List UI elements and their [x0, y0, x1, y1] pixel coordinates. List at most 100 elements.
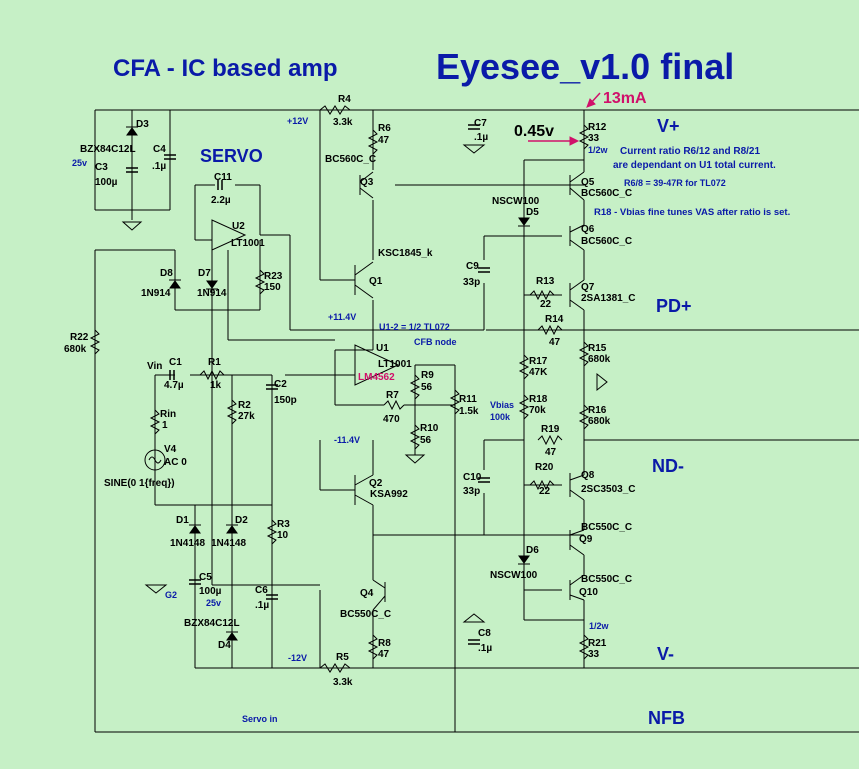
c5-label: C5	[199, 572, 212, 583]
vin-label: Vin	[147, 361, 162, 372]
q1-value: KSC1845_k	[378, 248, 433, 259]
note-c3v: 25v	[72, 158, 87, 168]
c2-label: C2	[274, 379, 287, 390]
r6-value: 47	[378, 135, 390, 146]
left-title: CFA - IC based amp	[113, 55, 337, 82]
r18-label: R18	[529, 394, 548, 405]
r16-value: 680k	[588, 416, 611, 427]
r14-label: R14	[545, 314, 564, 325]
rail-p12: +12V	[287, 116, 308, 126]
note-ratio-3: R6/8 = 39-47R for TL072	[624, 178, 726, 188]
source-symbol	[144, 449, 166, 471]
rail-pdplus: PD+	[656, 296, 692, 316]
r3-label: R3	[277, 519, 290, 530]
c2-value: 150p	[274, 395, 297, 406]
r1-label: R1	[208, 357, 221, 368]
r15-value: 680k	[588, 354, 611, 365]
r22-value: 680k	[64, 344, 87, 355]
q4-value: BC550C_C	[340, 609, 391, 620]
current-arrow	[586, 92, 601, 108]
c8-value: .1µ	[478, 643, 492, 654]
component-labels: R4 3.3k R5 3.3k R6 47 R8 47 R12 33 R21 3…	[64, 94, 635, 688]
q2-value: KSA992	[370, 489, 408, 500]
r6-label: R6	[378, 123, 391, 134]
u2-value: LT1001	[231, 238, 265, 249]
r9-label: R9	[421, 370, 434, 381]
r7-label: R7	[386, 390, 399, 401]
rail-g2: G2	[165, 590, 177, 600]
r23-label: R23	[264, 271, 283, 282]
q4-label: Q4	[360, 588, 374, 599]
r2-value: 27k	[238, 411, 255, 422]
r12-label: R12	[588, 122, 607, 133]
v4-label: V4	[164, 444, 177, 455]
c11-value: 2.2µ	[211, 195, 231, 206]
q9-value: BC550C_C	[581, 522, 632, 533]
sine-label: SINE(0 1{freq})	[104, 478, 175, 489]
r11-label: R11	[459, 394, 477, 405]
rail-ndminus: ND-	[652, 456, 684, 476]
v4-value: AC 0	[164, 457, 187, 468]
r20-label: R20	[535, 462, 554, 473]
d2-label: D2	[235, 515, 248, 526]
note-cfb: CFB node	[414, 337, 457, 347]
rail-m12: -12V	[288, 653, 307, 663]
d3-label: D3	[136, 119, 149, 130]
note-vbias-val: 100k	[490, 412, 511, 422]
note-lm4562: LM4562	[358, 372, 395, 383]
opamp-symbols	[211, 219, 400, 386]
resistor-symbols	[89, 105, 590, 673]
q10-value: BC550C_C	[581, 574, 632, 585]
rail-vminus: V-	[657, 644, 674, 664]
c8-label: C8	[478, 628, 491, 639]
d8-label: D8	[160, 268, 173, 279]
d1-value: 1N4148	[170, 538, 205, 549]
c6-value: .1µ	[255, 600, 269, 611]
d6-label: D6	[526, 545, 539, 556]
rail-vplus: V+	[657, 116, 680, 136]
d8-value: 1N914	[141, 288, 171, 299]
rail-m114: -11.4V	[334, 435, 360, 445]
c9-label: C9	[466, 261, 479, 272]
rin-value: 1	[162, 420, 168, 431]
q10-label: Q10	[579, 587, 598, 598]
note-ratio-2: are dependant on U1 total current.	[613, 160, 776, 171]
q6-value: BC560C_C	[581, 236, 632, 247]
d7-value: 1N914	[197, 288, 227, 299]
c7-value: .1µ	[474, 132, 488, 143]
diode-symbols	[126, 126, 530, 641]
r9-value: 56	[421, 382, 433, 393]
r1-value: 1k	[210, 380, 222, 391]
r3-value: 10	[277, 530, 289, 541]
q5-value: BC560C_C	[581, 188, 632, 199]
r18-value: 70k	[529, 405, 546, 416]
q3-label: Q3	[360, 177, 374, 188]
r7-value: 470	[383, 414, 400, 425]
note-halfw-bot: 1/2w	[589, 621, 610, 631]
c1-value: 4.7µ	[164, 380, 184, 391]
r15-label: R15	[588, 343, 607, 354]
r4-label: R4	[338, 94, 351, 105]
d2-value: 1N4148	[211, 538, 246, 549]
note-u12: U1-2 = 1/2 TL072	[379, 322, 450, 332]
r16-label: R16	[588, 405, 607, 416]
r5-label: R5	[336, 652, 349, 663]
c3-value: 100µ	[95, 177, 118, 188]
r10-value: 56	[420, 435, 432, 446]
r19-value: 47	[545, 447, 557, 458]
r4-value: 3.3k	[333, 117, 353, 128]
note-servo-in: Servo in	[242, 714, 278, 724]
r17-label: R17	[529, 356, 548, 367]
d3-value: BZX84C12L	[80, 144, 136, 155]
d5-label: D5	[526, 207, 539, 218]
d4-label: D4	[218, 640, 231, 651]
r17-value: 47K	[529, 367, 548, 378]
r5-value: 3.3k	[333, 677, 353, 688]
c4-value: .1µ	[152, 161, 166, 172]
c4-label: C4	[153, 144, 166, 155]
q7-value: 2SA1381_C	[581, 293, 635, 304]
rail-wires	[94, 109, 859, 733]
r2-label: R2	[238, 400, 251, 411]
q6-label: Q6	[581, 224, 595, 235]
